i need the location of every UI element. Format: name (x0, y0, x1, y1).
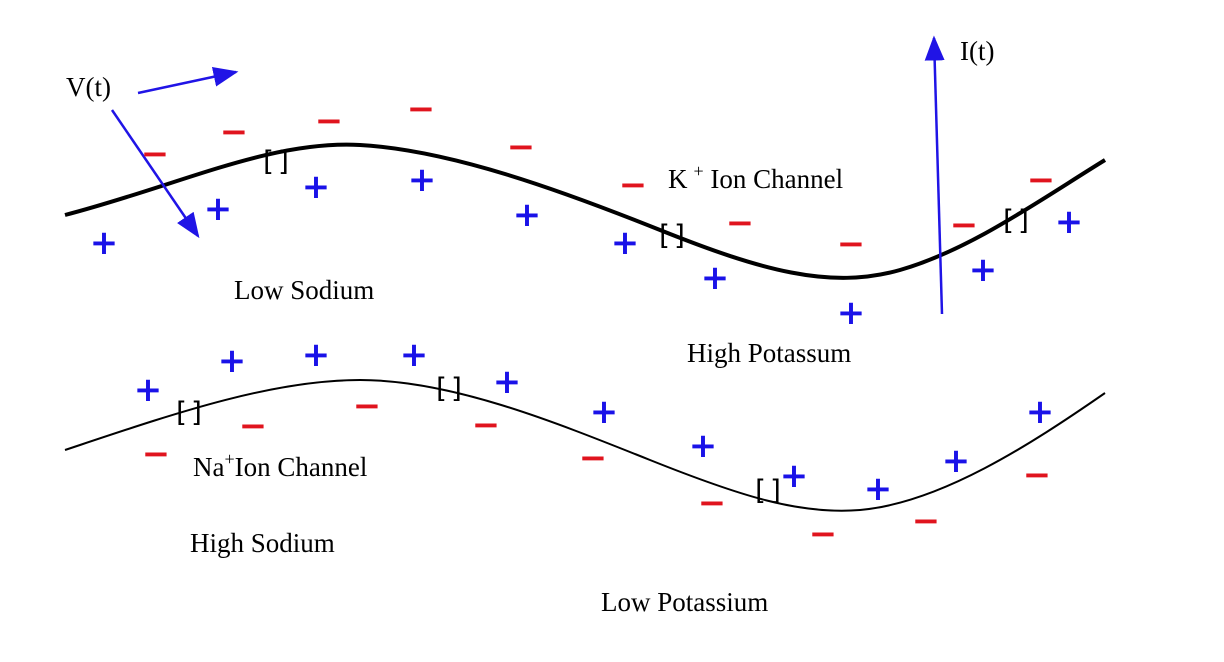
k-ion-suffix: Ion Channel (704, 164, 843, 194)
positive-charge: + (590, 392, 619, 432)
negative-charge: − (579, 438, 608, 478)
negative-charge: − (912, 501, 941, 541)
positive-charge: + (204, 189, 233, 229)
voltage-arrow-right (137, 66, 239, 95)
negative-charge: − (239, 406, 268, 446)
na-ion-channel-label: Na+Ion Channel (193, 449, 367, 482)
k-ion-prefix: K (668, 164, 688, 194)
positive-charge: + (864, 469, 893, 509)
negative-charge: − (950, 205, 979, 245)
na-ion-prefix: Na (193, 452, 224, 482)
positive-charge: + (134, 370, 163, 410)
upper-channel: [] (259, 145, 293, 178)
current-label: I(t) (960, 36, 994, 66)
voltage-label: V(t) (66, 72, 111, 102)
high-potassium-label: High Potassum (687, 338, 851, 368)
low-sodium-label: Low Sodium (234, 275, 374, 305)
negative-charge: − (472, 405, 501, 445)
positive-charge: + (408, 160, 437, 200)
negative-charge: − (726, 203, 755, 243)
negative-charge: − (315, 101, 344, 141)
lower-channel: [] (751, 474, 785, 507)
positive-charge: + (942, 441, 971, 481)
upper-membrane (64, 142, 1107, 280)
high-sodium-label: High Sodium (190, 528, 335, 558)
positive-charge: + (493, 362, 522, 402)
positive-charge: + (1055, 202, 1084, 242)
positive-charge: + (1026, 392, 1055, 432)
voltage-arrow-down (110, 109, 200, 239)
negative-charge: − (1027, 160, 1056, 200)
upper-channel: [] (999, 204, 1033, 237)
negative-charge: − (698, 483, 727, 523)
positive-charge: + (302, 335, 331, 375)
k-ion-channel-label: K + Ion Channel (668, 161, 843, 194)
negative-charge: − (1023, 455, 1052, 495)
lower-channel: [] (432, 372, 466, 405)
na-ion-suffix: Ion Channel (235, 452, 368, 482)
positive-charge: + (513, 195, 542, 235)
positive-charge: + (969, 250, 998, 290)
upper-channel: [] (655, 219, 689, 252)
negative-charge: − (220, 112, 249, 152)
negative-charge: − (142, 434, 171, 474)
positive-charge: + (701, 258, 730, 298)
lower-channel: [] (172, 396, 206, 429)
negative-charge: − (507, 127, 536, 167)
positive-charge: + (837, 293, 866, 333)
lower-membrane (64, 378, 1106, 512)
na-ion-superscript: + (224, 449, 234, 469)
negative-charge: − (619, 165, 648, 205)
low-potassium-label: Low Potassium (601, 587, 768, 617)
negative-charge: − (837, 224, 866, 264)
positive-charge: + (302, 167, 331, 207)
positive-charge: + (400, 335, 429, 375)
k-ion-superscript: + (694, 161, 704, 181)
negative-charge: − (809, 514, 838, 554)
positive-charge: + (611, 223, 640, 263)
negative-charge: − (353, 386, 382, 426)
positive-charge: + (90, 223, 119, 263)
negative-charge: − (407, 89, 436, 129)
negative-charge: − (141, 134, 170, 174)
positive-charge: + (218, 341, 247, 381)
positive-charge: + (689, 426, 718, 466)
positive-charge: + (780, 456, 809, 496)
current-arrow-up (924, 35, 945, 315)
